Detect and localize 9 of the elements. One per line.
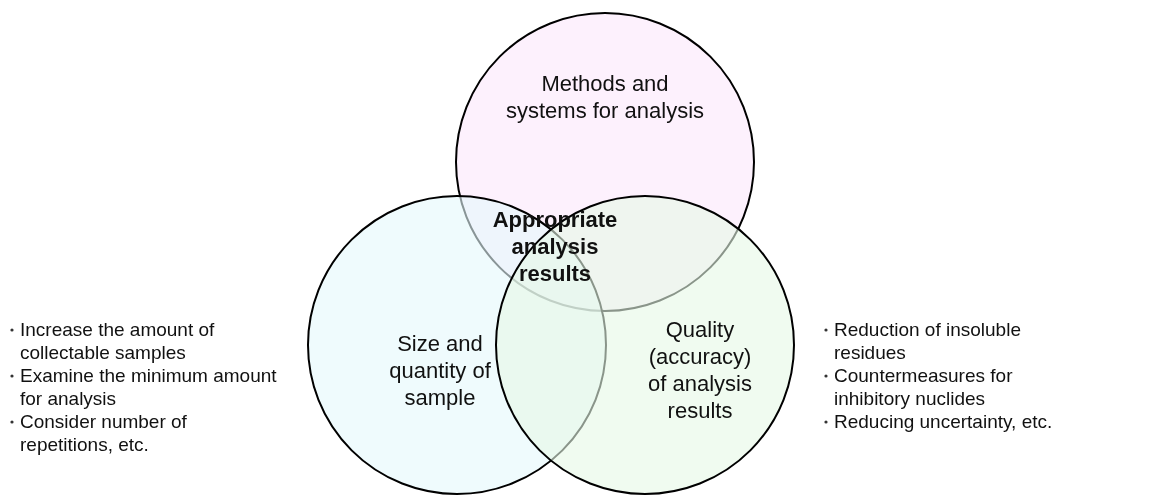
bullet-item: Increase the amount of collectable samples [20,319,215,363]
circle-label: Size and quantity of sample [388,330,492,411]
circle-label: Methods and systems for analysis [505,70,705,124]
circle-label: Quality (accuracy) of analysis results [647,316,753,424]
bullet-item: Examine the minimum amount for analysis [20,365,277,409]
bullet-item: Reduction of insoluble residues [834,319,1021,363]
bullet-item: Reducing uncertainty, etc. [834,411,1053,432]
bullet-item: Countermeasures for inhibitory nuclides [834,365,1013,409]
bullet-item: Consider number of repetitions, etc. [20,411,187,455]
